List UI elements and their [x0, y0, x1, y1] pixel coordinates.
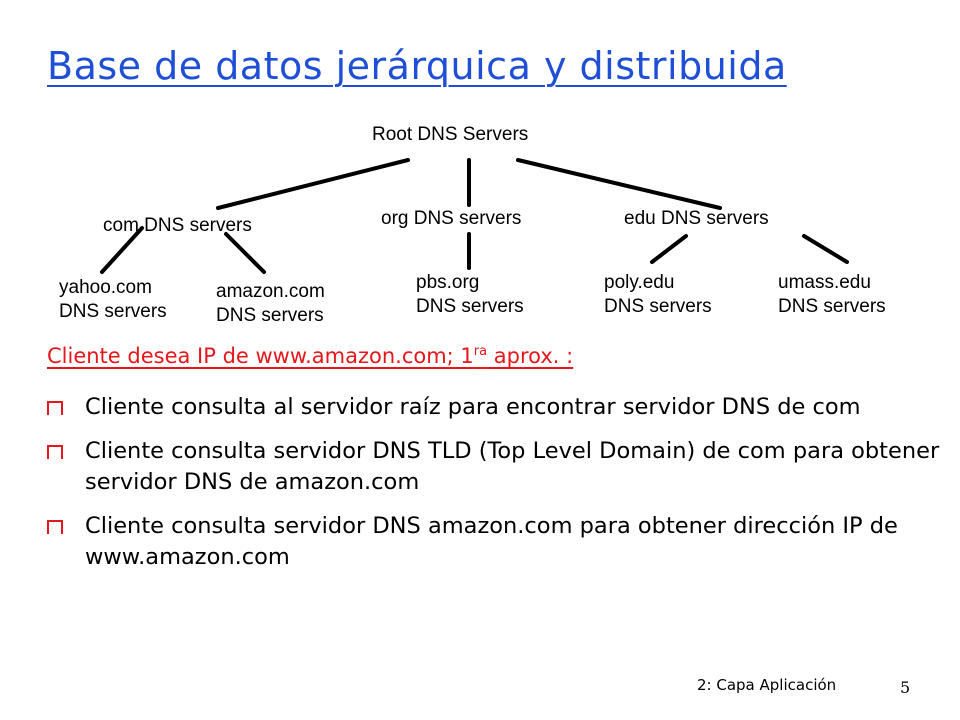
bullet-icon	[47, 401, 63, 415]
node-org: org DNS servers	[381, 208, 522, 229]
dns-hierarchy-tree	[100, 158, 849, 274]
edge-root-com	[216, 158, 410, 210]
bullet-item: Cliente consulta servidor DNS amazon.com…	[47, 511, 947, 573]
bullet-icon	[47, 520, 63, 534]
footer-chapter: 2: Capa Aplicación	[697, 676, 837, 694]
bullet-icon	[47, 445, 63, 459]
bullet-item: Cliente consulta al servidor raíz para e…	[47, 392, 947, 423]
edge-edu-poly	[650, 234, 688, 264]
subtitle: Cliente desea IP de www.amazon.com; 1ra …	[47, 344, 574, 368]
slide-title: Base de datos jerárquica y distribuida	[47, 44, 787, 88]
bullet-item: Cliente consulta servidor DNS TLD (Top L…	[47, 436, 947, 498]
edge-root-edu	[516, 158, 722, 210]
node-edu: edu DNS servers	[624, 208, 769, 229]
node-root: Root DNS Servers	[372, 124, 529, 145]
edge-com-amazon	[224, 232, 266, 274]
node-com: com DNS servers	[103, 215, 252, 236]
edge-com-yahoo	[100, 226, 144, 274]
page-number: 5	[900, 678, 911, 697]
edge-edu-umass	[802, 234, 849, 264]
bullet-list: Cliente consulta al servidor raíz para e…	[47, 392, 947, 586]
